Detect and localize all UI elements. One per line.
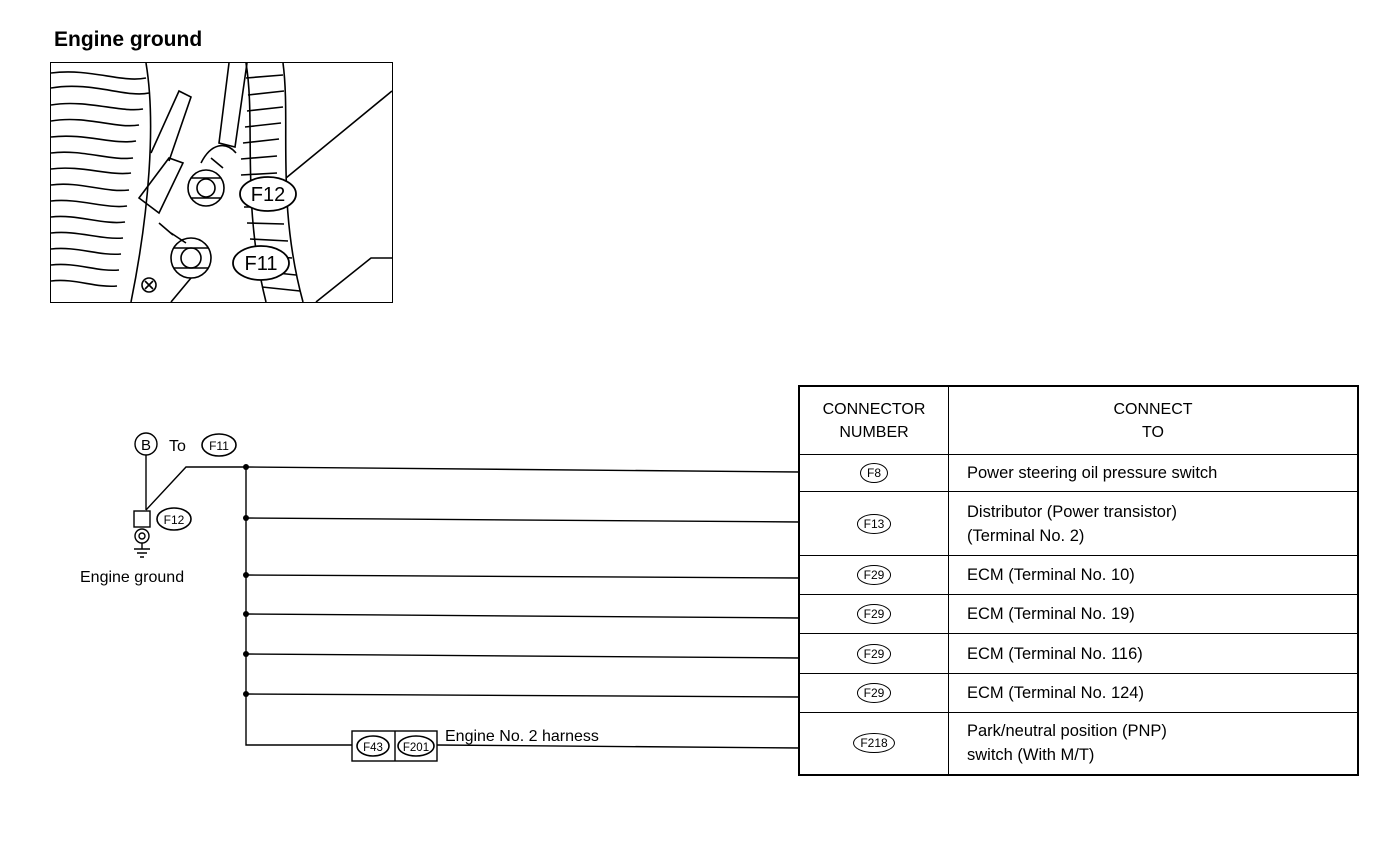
engine-ground-label: Engine ground <box>80 569 184 586</box>
svg-text:F12: F12 <box>164 513 185 527</box>
inline-connector-f201: F201 <box>397 735 435 757</box>
svg-text:F12: F12 <box>251 184 285 206</box>
row-desc: Park/neutral position (PNP) <box>967 722 1167 741</box>
wire-f29-19 <box>245 613 801 619</box>
row-desc: ECM (Terminal No. 10) <box>967 566 1135 584</box>
page-title: Engine ground <box>54 28 203 51</box>
b-label: B <box>141 437 151 454</box>
connector-badge: F13 <box>856 513 892 534</box>
table-row: F13 Distributor (Power transistor) (Term… <box>798 491 1359 556</box>
header-connect-to: CONNECT TO <box>948 385 1359 455</box>
row-desc: Power steering oil pressure switch <box>967 464 1218 482</box>
wire-f29-116 <box>245 653 801 659</box>
bus-wire <box>245 467 352 746</box>
svg-text:F11: F11 <box>245 253 278 275</box>
svg-text:F43: F43 <box>363 742 383 754</box>
ground-connector-badge: F12 <box>156 507 192 531</box>
connector-table: CONNECTOR NUMBER CONNECT TO F8 Power ste… <box>798 385 1359 776</box>
table-row: F29 ECM (Terminal No. 10) <box>798 555 1359 595</box>
table-row: F29 ECM (Terminal No. 124) <box>798 673 1359 713</box>
row-desc: ECM (Terminal No. 116) <box>967 644 1143 663</box>
ground-diagonal-wire <box>145 466 246 511</box>
wire-f8 <box>245 466 801 473</box>
row-desc: Distributor (Power transistor) <box>967 502 1177 521</box>
row-desc: (Terminal No. 2) <box>967 526 1085 545</box>
table-row: F29 ECM (Terminal No. 116) <box>798 633 1359 674</box>
to-label: To <box>169 438 186 455</box>
connector-badge: F29 <box>856 683 892 703</box>
table-row: F8 Power steering oil pressure switch <box>798 454 1359 492</box>
callout-f12: F12 <box>239 176 297 212</box>
engine-ground-illustration: F12 F11 <box>50 62 393 303</box>
connector-badge: F29 <box>856 604 892 624</box>
svg-text:F11: F11 <box>209 439 229 453</box>
harness-label: Engine No. 2 harness <box>445 728 599 745</box>
wire-f29-10 <box>245 574 801 579</box>
wire-f13 <box>245 517 801 523</box>
connector-badge: F218 <box>853 733 895 754</box>
table-row: F29 ECM (Terminal No. 19) <box>798 594 1359 634</box>
inline-connector-f43: F43 <box>356 735 390 757</box>
header-connector-number: CONNECTOR NUMBER <box>798 385 949 455</box>
ground-terminal-box <box>133 510 151 528</box>
svg-text:F201: F201 <box>403 742 429 754</box>
ground-symbol <box>134 543 150 558</box>
row-desc: ECM (Terminal No. 124) <box>967 684 1144 702</box>
to-connector-badge: F11 <box>201 433 237 457</box>
wire-f29-124 <box>245 693 801 698</box>
callout-f11: F11 <box>232 245 290 281</box>
row-desc: ECM (Terminal No. 19) <box>967 605 1135 623</box>
table-row: F218 Park/neutral position (PNP) switch … <box>798 712 1359 775</box>
connector-badge: F29 <box>856 643 892 664</box>
connector-badge: F8 <box>859 463 888 483</box>
wire-f218 <box>436 744 801 749</box>
table-header-row: CONNECTOR NUMBER CONNECT TO <box>798 385 1359 455</box>
row-desc: switch (With M/T) <box>967 746 1095 765</box>
connector-badge: F29 <box>856 565 892 585</box>
